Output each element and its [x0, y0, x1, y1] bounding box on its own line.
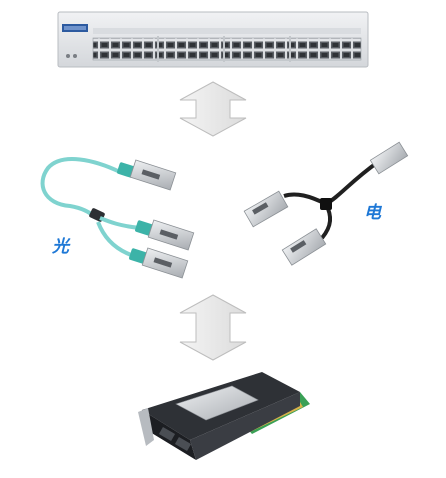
optical-label: 光: [52, 237, 69, 257]
double-arrow-icon: [179, 81, 247, 137]
double-arrow-icon: [179, 294, 247, 361]
active-optical-cable-image: [40, 157, 195, 279]
electric-label: 电: [364, 203, 381, 223]
network-interface-card-image: [138, 372, 310, 460]
direct-attach-copper-cable-image: [243, 141, 409, 266]
network-switch-image: [57, 11, 369, 68]
